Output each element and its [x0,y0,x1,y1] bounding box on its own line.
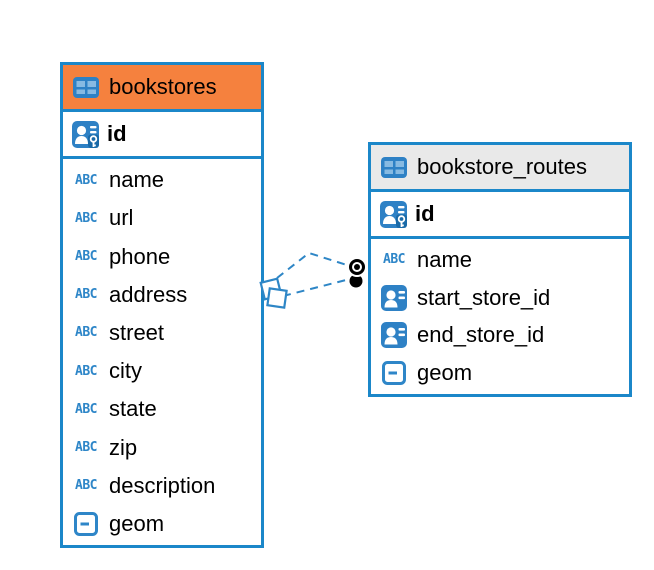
routes-columns: ABC name start_store_id end_store_id ge [371,239,629,394]
target-dot-outer [349,259,365,275]
pk-row-bookstores-id[interactable]: id [63,112,261,159]
column-name: street [109,319,165,345]
table-icon [71,76,101,98]
pk-row-routes-id[interactable]: id [371,192,629,239]
entity-title: bookstore_routes [417,154,587,179]
text-type-icon: ABC [75,478,97,494]
table-icon [379,156,409,178]
column-row-state[interactable]: ABC state [63,390,261,428]
primary-key-icon [378,200,408,228]
column-name: start_store_id [417,284,551,310]
column-row-geom[interactable]: geom [371,354,629,392]
column-name: address [109,281,188,307]
text-type-icon: ABC [75,440,97,456]
column-row-phone[interactable]: ABC phone [63,237,261,275]
text-type-icon: ABC [75,287,97,303]
text-type-icon: ABC [383,252,405,268]
primary-key-icon [70,120,100,148]
text-type-icon: ABC [75,210,97,226]
column-name: city [109,358,142,384]
column-row-street[interactable]: ABC street [63,314,261,352]
entity-title: bookstores [109,74,217,99]
column-name: description [109,472,216,498]
column-row-name[interactable]: ABC name [63,161,261,199]
target-dot-ring [352,262,362,272]
column-name: state [109,396,157,422]
relationship-line-upper[interactable] [276,251,351,279]
bookstores-columns: ABC name ABC url ABC phone ABC address A… [63,159,261,545]
text-type-icon: ABC [75,249,97,264]
column-row-url[interactable]: ABC url [63,199,261,237]
pk-column-name: id [415,201,435,226]
entity-bookstores[interactable]: bookstores id ABC name ABC url ABC phone… [60,62,264,548]
source-square-front [266,287,288,309]
reference-type-icon [379,284,409,311]
target-dot-lower [349,274,363,288]
geometry-type-icon [379,361,409,386]
text-type-icon: ABC [75,172,97,188]
entity-bookstore-routes-header[interactable]: bookstore_routes [371,145,629,192]
text-type-icon: ABC [75,401,97,417]
column-name: zip [109,434,138,460]
column-row-geom[interactable]: geom [63,505,261,543]
column-row-end-store-id[interactable]: end_store_id [371,317,629,355]
geometry-type-icon [71,511,101,536]
target-dot-center [354,264,360,270]
relationship-target-marker[interactable] [347,257,367,288]
column-row-name[interactable]: ABC name [371,241,629,279]
text-type-icon: ABC [75,325,97,341]
column-name: geom [417,360,473,386]
column-name: name [109,167,165,193]
column-row-city[interactable]: ABC city [63,352,261,390]
column-name: name [417,246,473,272]
column-name: phone [109,243,171,269]
entity-bookstores-header[interactable]: bookstores [63,65,261,112]
column-row-zip[interactable]: ABC zip [63,428,261,466]
relationship-line-lower[interactable] [282,278,351,297]
pk-column-name: id [107,121,127,146]
relationship-source-marker[interactable] [259,277,288,309]
column-name: url [109,205,134,231]
text-type-icon: ABC [75,363,97,379]
column-row-description[interactable]: ABC description [63,467,261,505]
target-dot-gap [347,257,367,277]
reference-type-icon [379,322,409,349]
column-name: geom [109,510,165,536]
column-row-start-store-id[interactable]: start_store_id [371,279,629,317]
column-row-address[interactable]: ABC address [63,276,261,314]
column-name: end_store_id [417,322,545,348]
entity-bookstore-routes[interactable]: bookstore_routes id ABC name start_store… [368,142,632,397]
